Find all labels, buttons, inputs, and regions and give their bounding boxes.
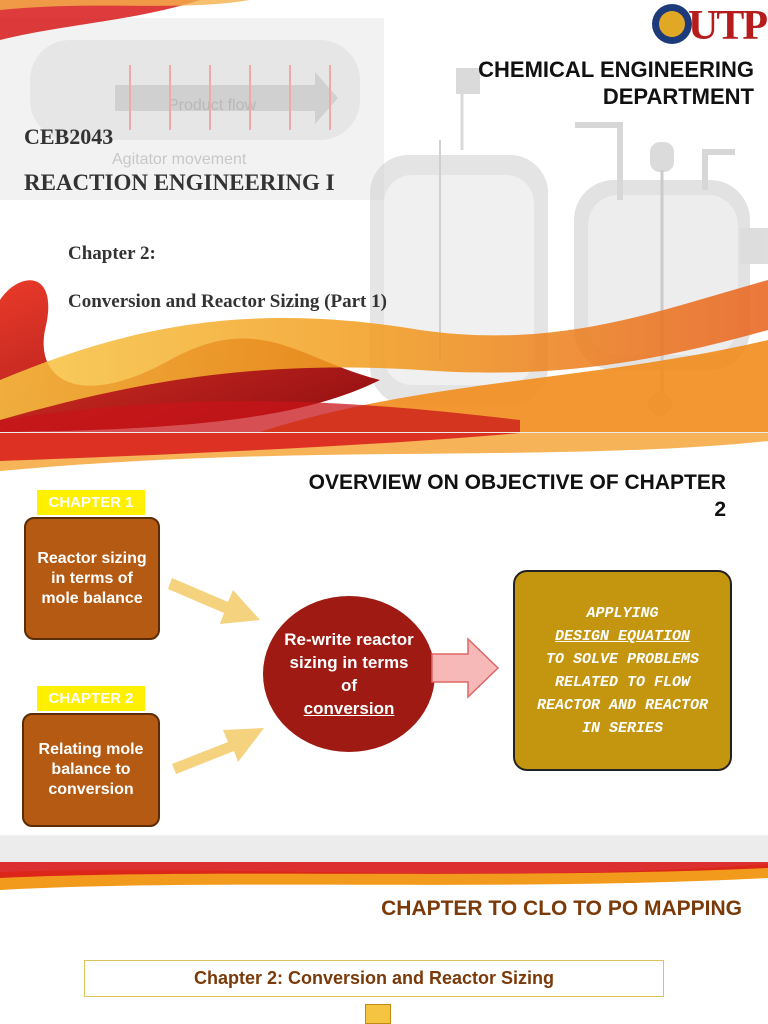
slide3-ribbon: [0, 862, 768, 890]
title-slide: Product flow Agitator movement: [0, 0, 768, 432]
slide2-ribbon: [0, 433, 768, 471]
chapter2-text: Relating mole balance to conversion: [38, 741, 144, 798]
circle-underlined: conversion: [303, 699, 395, 718]
arrow-chapter1-icon: [168, 578, 260, 624]
ribbon-orange: [0, 280, 768, 420]
slide1-background-art: Product flow Agitator movement: [0, 0, 768, 432]
result-line2: DESIGN EQUATION: [554, 627, 691, 645]
course-title: REACTION ENGINEERING I: [24, 170, 335, 195]
chapter-label: Chapter 2:: [68, 243, 156, 264]
slide-separator: [0, 432, 768, 433]
arrow-chapter2-icon: [172, 728, 264, 774]
department-title: CHEMICAL ENGINEERING DEPARTMENT: [478, 57, 754, 109]
watermark-agitator: Agitator movement: [112, 151, 247, 168]
circle-text: Re-write reactor sizing in terms of: [284, 630, 414, 695]
chapter1-tag: CHAPTER 1: [37, 490, 145, 515]
chapter-subtitle: Conversion and Reactor Sizing (Part 1): [68, 291, 387, 312]
result-line3: TO SOLVE PROBLEMS RELATED TO FLOW REACTO…: [536, 650, 709, 737]
arrow-right-icon: [431, 637, 500, 699]
chapter2-box: Relating mole balance to conversion: [22, 713, 160, 827]
utp-logo: UTP: [688, 3, 768, 49]
result-line1: APPLYING: [586, 604, 659, 622]
mapping-connector-shape: [365, 1004, 391, 1024]
ribbon-top: [0, 0, 200, 40]
watermark-product-flow: Product flow: [168, 97, 256, 114]
chapter1-text: Reactor sizing in terms of mole balance: [37, 549, 147, 607]
slide-separator: [0, 835, 768, 862]
chapter1-box: Reactor sizing in terms of mole balance: [24, 517, 160, 640]
slide-title: CHAPTER TO CLO TO PO MAPPING: [381, 897, 742, 920]
slide-title: OVERVIEW ON OBJECTIVE OF CHAPTER 2: [308, 471, 726, 521]
design-equation-box: APPLYING DESIGN EQUATION TO SOLVE PROBLE…: [513, 570, 732, 771]
course-code: CEB2043: [24, 124, 114, 149]
chapter-mapping-box: Chapter 2: Conversion and Reactor Sizing: [84, 960, 664, 997]
overview-slide: OVERVIEW ON OBJECTIVE OF CHAPTER 2 CHAPT…: [0, 433, 768, 835]
rewrite-circle: Re-write reactor sizing in terms of conv…: [263, 596, 435, 752]
chapter2-tag: CHAPTER 2: [37, 686, 145, 711]
mapping-slide: CHAPTER TO CLO TO PO MAPPING Chapter 2: …: [0, 862, 768, 1024]
